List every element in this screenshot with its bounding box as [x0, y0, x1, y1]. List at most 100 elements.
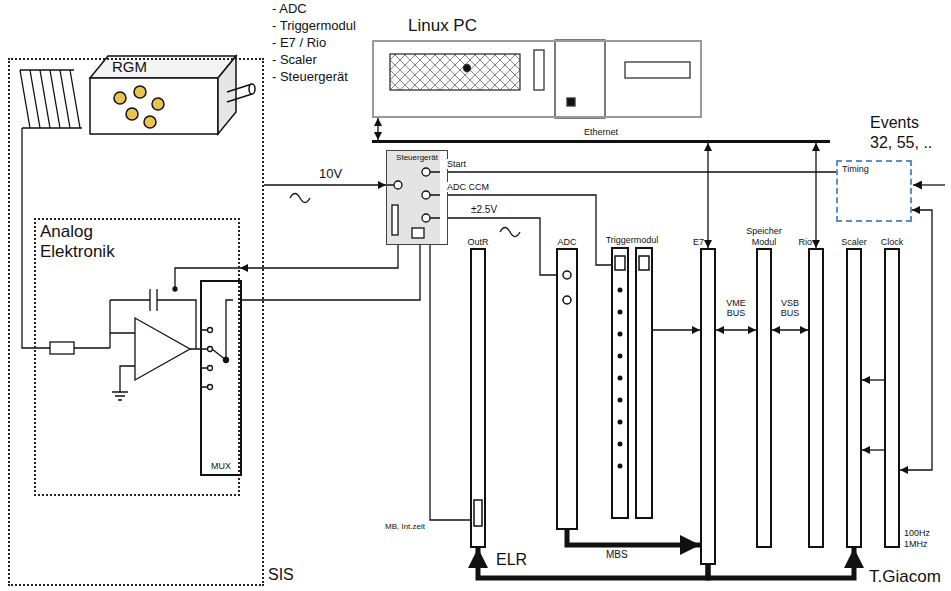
- connector-label: MBS: [605, 549, 629, 561]
- pc-illustration: [390, 40, 690, 118]
- sensor-dot: [114, 92, 126, 104]
- input-socket: [563, 271, 571, 279]
- node-label: SIS: [268, 566, 294, 584]
- connector: [264, 184, 386, 185]
- node-label: Scaler: [841, 237, 867, 247]
- card-outline: [612, 248, 628, 518]
- node-label: OutR: [467, 237, 488, 247]
- rod: [227, 84, 252, 102]
- connector: [707, 143, 708, 248]
- module-details: [474, 248, 652, 526]
- device-connector: [412, 228, 424, 238]
- ground-symbol: [112, 366, 135, 400]
- sensor-wires: [20, 70, 82, 348]
- module-card: Clock: [884, 248, 900, 548]
- switch-contact: [208, 328, 213, 333]
- connector: [815, 143, 816, 248]
- annotation-text: - Steuergerät: [272, 70, 348, 85]
- module-card: E7: [700, 248, 716, 565]
- led-dot: [618, 332, 623, 337]
- wire-dot: [173, 287, 177, 291]
- annotation-text: 100Hz: [904, 528, 930, 538]
- control-unit-illustration: [386, 150, 440, 245]
- annotation-text: Events: [870, 114, 919, 132]
- bay: [555, 40, 605, 118]
- led-dot: [618, 376, 623, 381]
- port-socket: [422, 191, 430, 199]
- node-label: Analog Elektronik: [40, 222, 140, 261]
- event-arrow: [913, 184, 945, 185]
- rgm-illustration: [90, 56, 255, 134]
- card-connector: [615, 256, 625, 270]
- connector: [448, 218, 556, 275]
- connector-label: Start: [446, 159, 467, 169]
- connector-label: VME BUS: [721, 298, 751, 319]
- system-group: SISRGMAnalog ElektronikMUX: [8, 58, 264, 586]
- connector-label: ±2.5V: [470, 204, 498, 216]
- node-label: Clock: [881, 237, 904, 247]
- switch-contact: [208, 347, 213, 352]
- led-dot: [618, 464, 623, 469]
- control-wire: [175, 268, 240, 287]
- mux-switch: [202, 300, 233, 390]
- computer-box: Linux PC: [372, 40, 702, 118]
- card-outline: [636, 248, 652, 518]
- detector-box: RGM: [88, 52, 238, 136]
- connector-label: 10V: [318, 167, 343, 182]
- sensor-dot: [152, 98, 164, 110]
- annotation-text: - Scaler: [272, 53, 317, 68]
- bus-connector: [478, 548, 708, 578]
- sine-symbol: [500, 228, 520, 237]
- connector: [900, 210, 932, 470]
- connector-label: MB, Int.zeit: [384, 522, 426, 531]
- rod-end: [249, 84, 255, 94]
- connector: [772, 329, 808, 330]
- ethernet-bus: Ethernet: [372, 140, 830, 143]
- module-card: Scaler: [846, 248, 862, 548]
- slot: [534, 50, 544, 90]
- integrator-circuit: [50, 268, 240, 400]
- connector: [448, 195, 612, 265]
- bus-connector: [708, 548, 854, 578]
- connector: [377, 118, 378, 140]
- switch-contact: [208, 366, 213, 371]
- node-label: Steuergerät: [387, 153, 447, 162]
- port-socket: [422, 214, 430, 222]
- node-label: Linux PC: [408, 16, 477, 36]
- node-label: Speicher Modul: [741, 226, 787, 247]
- connector-label: VSB BUS: [775, 298, 805, 319]
- control-unit: Steuergerät: [386, 150, 448, 245]
- led-dot: [618, 420, 623, 425]
- sine-symbol: [290, 194, 310, 203]
- bus-connector: [567, 530, 700, 545]
- device-slot: [392, 205, 398, 235]
- connector: [242, 245, 420, 300]
- connector: [716, 329, 756, 330]
- node-label: MUX: [202, 461, 240, 471]
- led-dot: [618, 398, 623, 403]
- annotation-text: - ADC: [272, 2, 307, 17]
- led-dot: [618, 310, 623, 315]
- node-label: ADC: [557, 237, 576, 247]
- annotation-text: 32, 55, ..: [870, 134, 932, 152]
- led-dot: [618, 288, 623, 293]
- sensor-dot: [144, 116, 156, 128]
- connector: [652, 329, 700, 330]
- module-card: Speicher Modul: [756, 248, 772, 548]
- input-socket: [563, 296, 571, 304]
- port-socket: [422, 168, 430, 176]
- module-card: Triggermodul: [612, 248, 652, 518]
- button: [567, 98, 575, 106]
- connector-label: ADC CCM: [446, 182, 490, 192]
- led-dot: [618, 442, 623, 447]
- node-label: Rio: [798, 237, 812, 247]
- sensor-dot: [126, 108, 138, 120]
- annotation-text: T.Giacom: [869, 567, 941, 587]
- input-wire: [74, 300, 135, 348]
- switch-pivot: [224, 358, 229, 363]
- sine-symbols: [290, 194, 520, 237]
- connector: [862, 379, 884, 380]
- switch-blade: [212, 300, 233, 360]
- power-led: [464, 65, 471, 72]
